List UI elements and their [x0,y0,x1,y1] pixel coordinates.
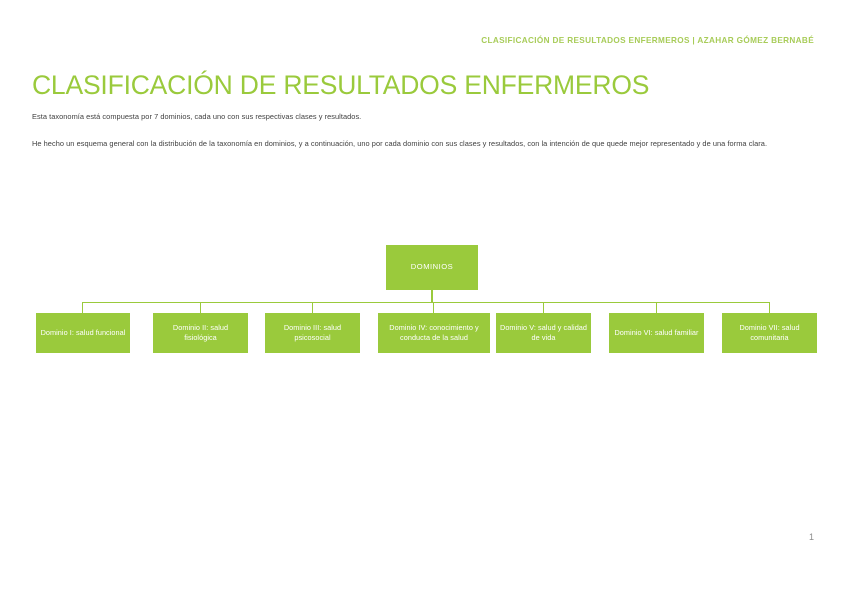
running-header: CLASIFICACIÓN DE RESULTADOS ENFERMEROS |… [481,36,814,45]
connector-horizontal-bus [82,302,770,304]
intro-paragraph-1: Esta taxonomía está compuesta por 7 domi… [32,112,362,121]
connector-drop-2 [200,302,202,313]
connector-drop-7 [769,302,771,313]
intro-paragraph-2: He hecho un esquema general con la distr… [32,139,768,148]
diagram-node-dominio-5: Dominio V: salud y calidad de vida [496,313,591,353]
diagram-node-dominio-7: Dominio VII: salud comunitaria [722,313,817,353]
page-title: CLASIFICACIÓN DE RESULTADOS ENFERMEROS [32,70,650,100]
diagram-root-node: DOMINIOS [386,245,478,290]
connector-drop-6 [656,302,658,313]
connector-drop-3 [312,302,314,313]
connector-drop-4 [433,302,435,313]
connector-drop-5 [543,302,545,313]
page-number: 1 [808,532,814,542]
diagram-node-dominio-6: Dominio VI: salud familiar [609,313,704,353]
connector-drop-1 [82,302,84,313]
diagram-node-dominio-2: Dominio II: salud fisiológica [153,313,248,353]
diagram-node-dominio-1: Dominio I: salud funcional [36,313,130,353]
diagram-node-dominio-4: Dominio IV: conocimiento y conducta de l… [378,313,490,353]
diagram-node-dominio-3: Dominio III: salud psicosocial [265,313,360,353]
connector-root-stub [431,290,433,303]
